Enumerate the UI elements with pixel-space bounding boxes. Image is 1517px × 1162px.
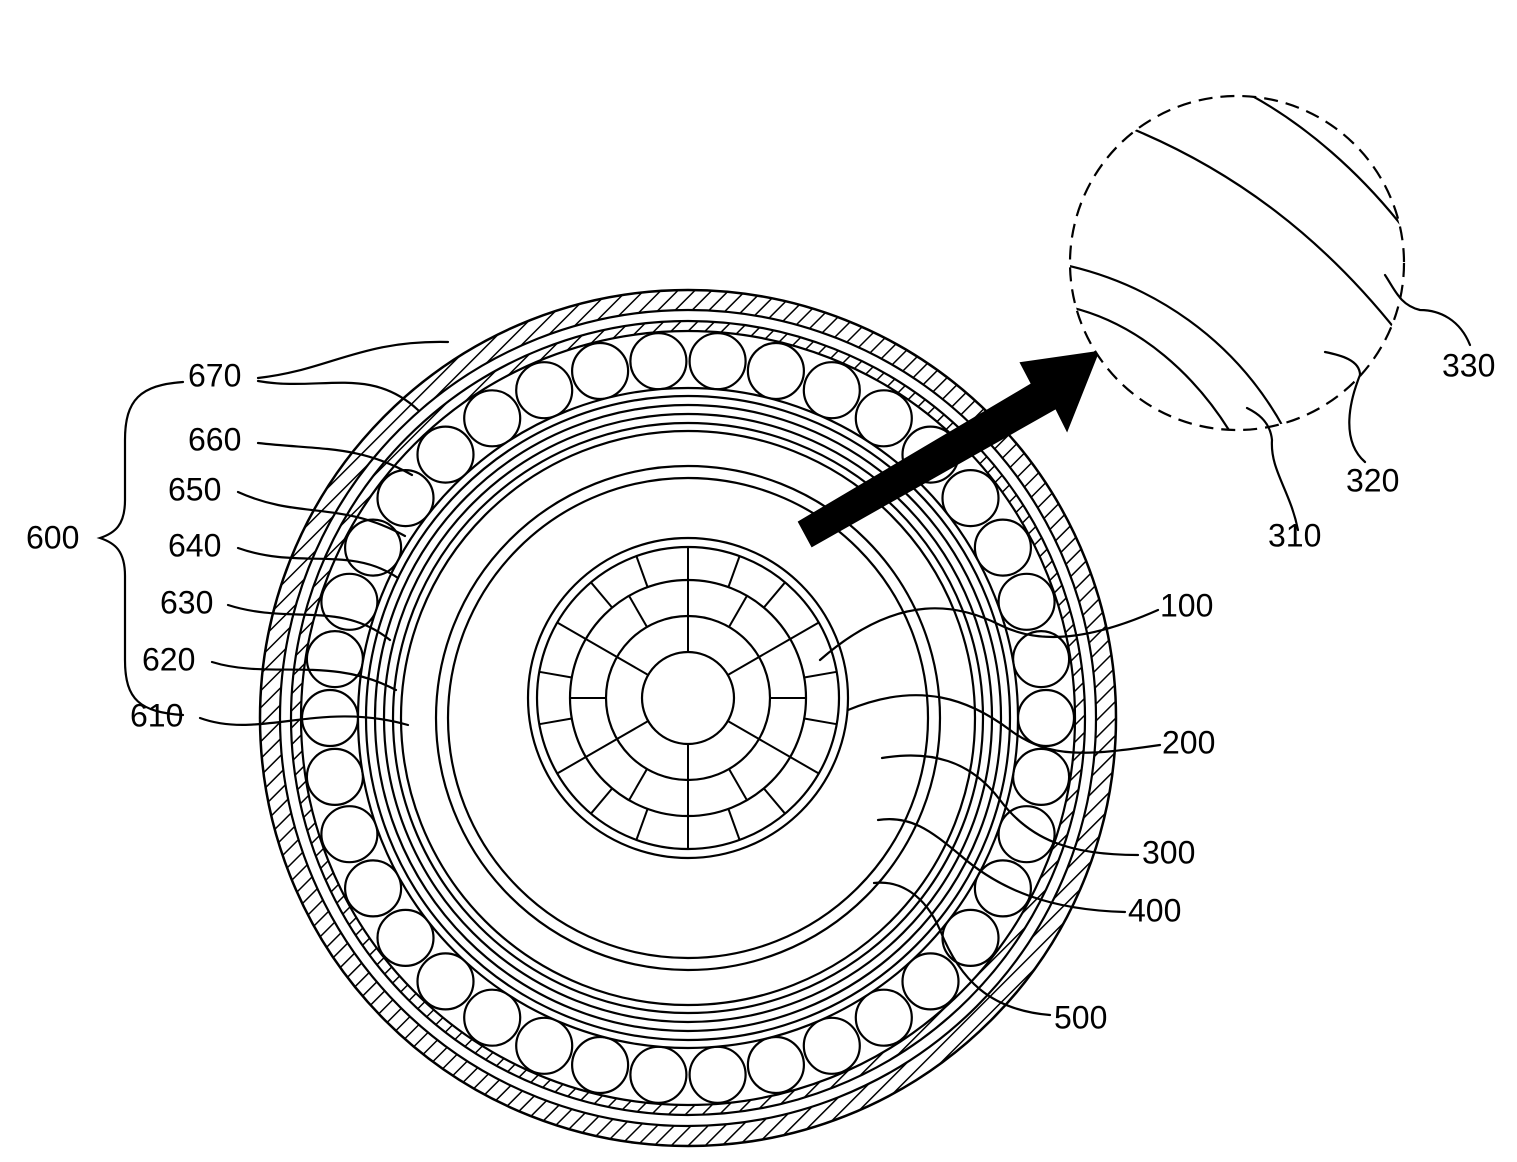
armor-wire	[690, 1047, 746, 1103]
detail-view	[1050, 80, 1420, 440]
inner-fill	[358, 388, 1018, 1048]
label-300: 300	[1142, 834, 1195, 870]
armor-wire	[1018, 690, 1074, 746]
armor-wire	[345, 860, 401, 916]
armor-wire	[804, 1018, 860, 1074]
label-630: 630	[160, 584, 213, 620]
armor-wire	[307, 749, 363, 805]
label-650: 650	[168, 471, 221, 507]
label-320: 320	[1346, 462, 1399, 498]
armor-wire	[630, 333, 686, 389]
label-310: 310	[1268, 517, 1321, 553]
armor-wire	[748, 1037, 804, 1093]
armor-wire	[307, 631, 363, 687]
armor-wire	[572, 343, 628, 399]
label-610: 610	[130, 697, 183, 733]
armor-wire	[999, 806, 1055, 862]
label-200: 200	[1162, 724, 1215, 760]
armor-wire	[999, 574, 1055, 630]
armor-wire	[804, 362, 860, 418]
leader-670-a	[258, 342, 448, 378]
armor-wire	[1013, 631, 1069, 687]
armor-wire	[975, 860, 1031, 916]
armor-wire	[345, 520, 401, 576]
label-640: 640	[168, 527, 221, 563]
label-500: 500	[1054, 999, 1107, 1035]
label-620: 620	[142, 641, 195, 677]
armor-wire	[690, 333, 746, 389]
armor-wire	[630, 1047, 686, 1103]
label-660: 660	[188, 421, 241, 457]
armor-wire	[748, 343, 804, 399]
armor-wire	[321, 806, 377, 862]
armor-wire	[516, 1018, 572, 1074]
armor-wire	[1013, 749, 1069, 805]
armor-wire	[321, 574, 377, 630]
armor-wire	[572, 1037, 628, 1093]
label-330: 330	[1442, 347, 1495, 383]
label-600: 600	[26, 519, 79, 555]
label-670: 670	[188, 357, 241, 393]
armor-wire	[975, 520, 1031, 576]
label-100: 100	[1160, 587, 1213, 623]
label-400: 400	[1128, 892, 1181, 928]
armor-wire	[516, 362, 572, 418]
